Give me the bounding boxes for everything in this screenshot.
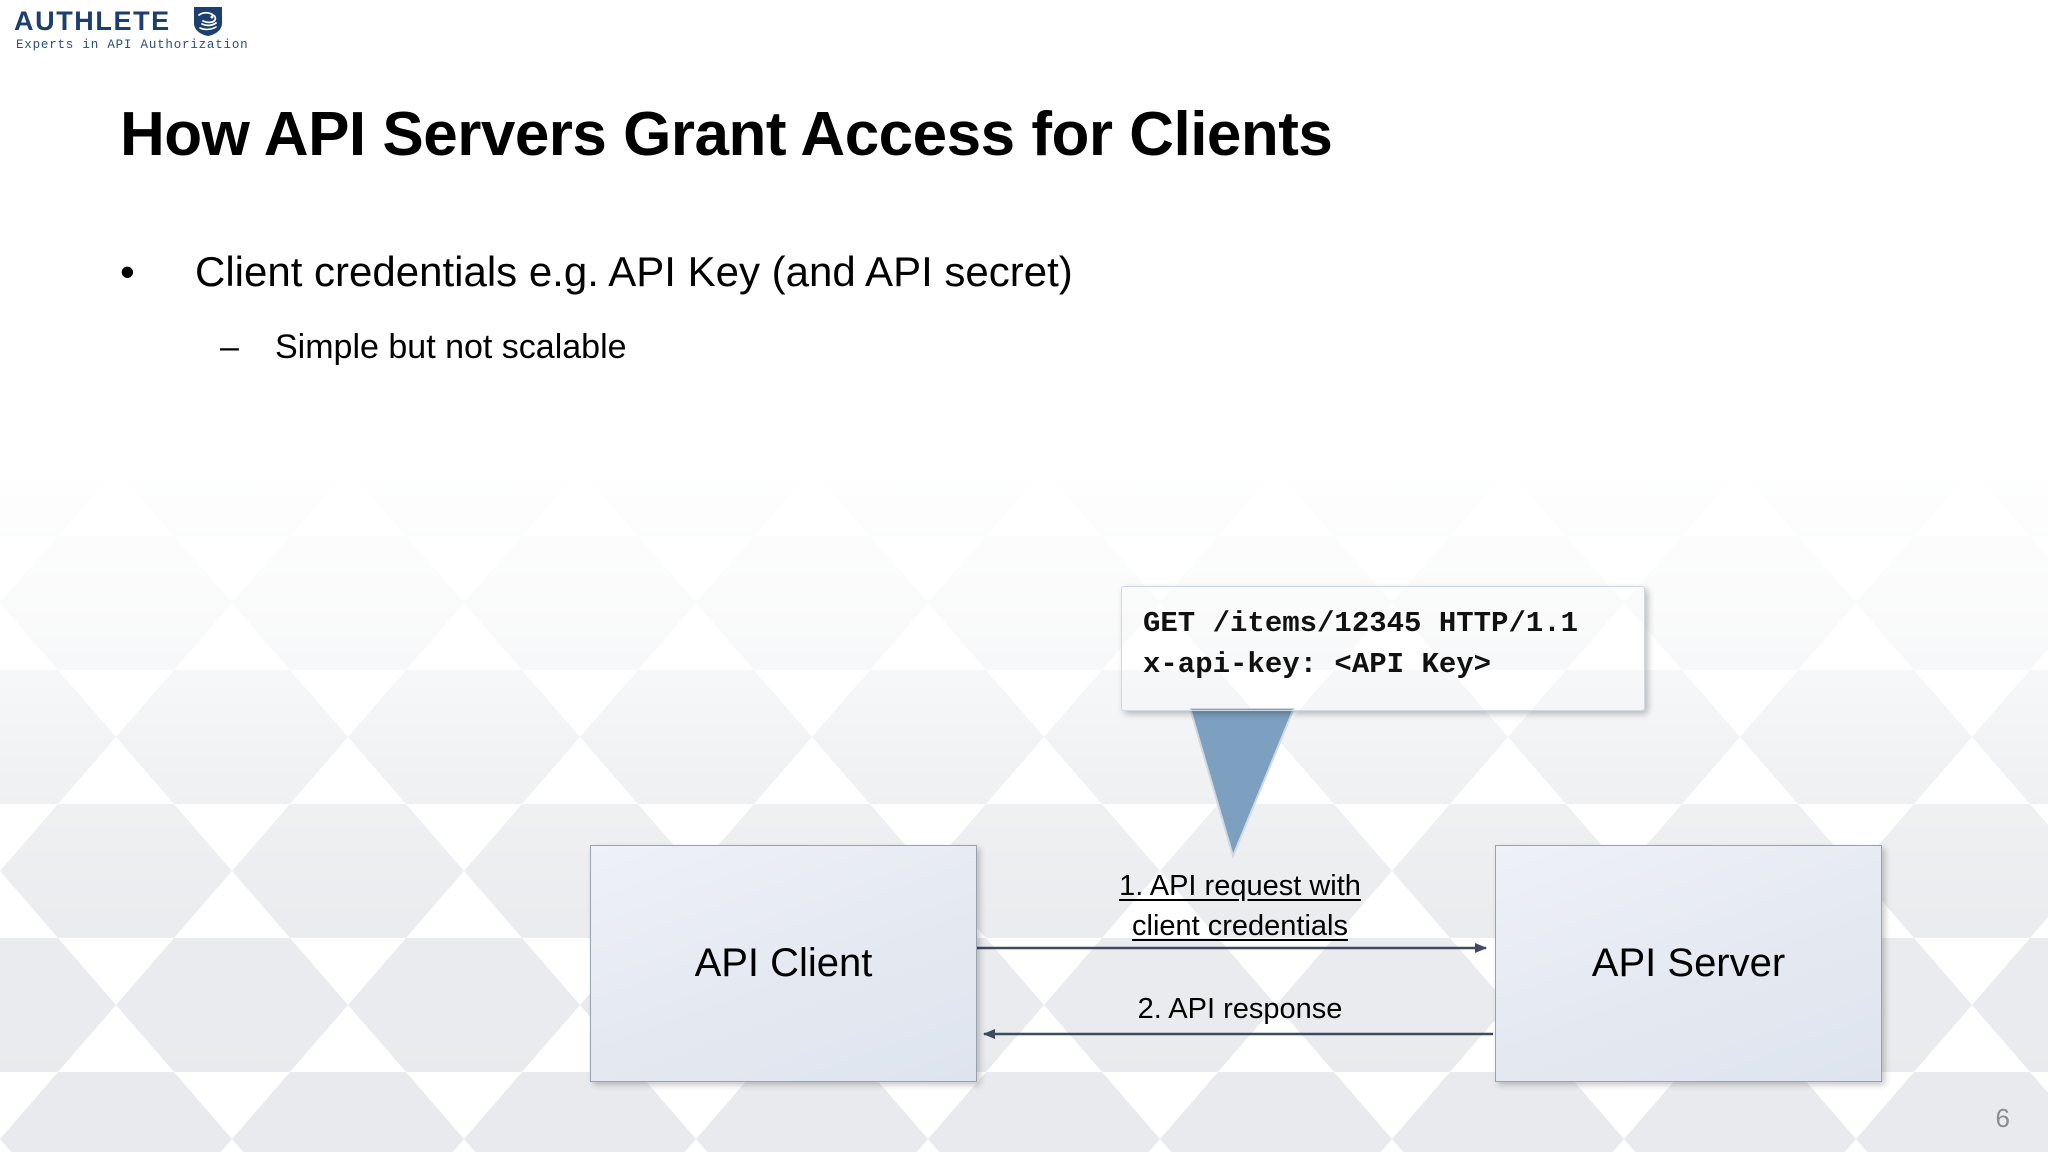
slide-header: AUTHLETE Experts in API Authorization bbox=[0, 0, 2048, 68]
page-title: How API Servers Grant Access for Clients bbox=[120, 100, 1333, 169]
bullet-item-level2: – Simple but not scalable bbox=[120, 326, 1920, 368]
page-number: 6 bbox=[1995, 1103, 2010, 1133]
http-request-callout[interactable]: GET /items/12345 HTTP/1.1 x-api-key: <AP… bbox=[1121, 586, 1645, 711]
node-api-server-label: API Server bbox=[1591, 941, 1786, 985]
arrow-label-request: 1. API request with client credentials bbox=[1030, 866, 1450, 946]
node-api-client[interactable]: API Client bbox=[590, 845, 977, 1082]
logo-tagline: Experts in API Authorization bbox=[16, 38, 249, 52]
bullet-marker-dot: • bbox=[120, 248, 135, 295]
authlete-logo: AUTHLETE Experts in API Authorization bbox=[14, 6, 248, 60]
callout-line-2: x-api-key: <API Key> bbox=[1143, 648, 1492, 681]
shield-icon bbox=[194, 7, 222, 36]
logo-wordmark: AUTHLETE bbox=[14, 6, 171, 36]
arrow-label-response: 2. API response bbox=[1030, 989, 1450, 1029]
node-api-server[interactable]: API Server bbox=[1495, 845, 1882, 1082]
bullet-marker-dash: – bbox=[220, 328, 239, 366]
arrow-label-response-line1: 2. API response bbox=[1137, 993, 1343, 1025]
bullet-text-credentials: Client credentials e.g. API Key (and API… bbox=[195, 248, 1073, 295]
callout-line-1: GET /items/12345 HTTP/1.1 bbox=[1143, 607, 1579, 640]
arrow-label-request-line2: client credentials bbox=[1132, 910, 1348, 942]
callout-tail bbox=[1190, 708, 1296, 858]
node-api-client-label: API Client bbox=[694, 941, 873, 985]
bullet-text-scalable: Simple but not scalable bbox=[275, 328, 627, 366]
bullet-item-level1: • Client credentials e.g. API Key (and A… bbox=[120, 246, 1920, 298]
bullet-list: • Client credentials e.g. API Key (and A… bbox=[120, 246, 1920, 368]
arrow-label-request-line1: 1. API request with bbox=[1119, 870, 1361, 902]
